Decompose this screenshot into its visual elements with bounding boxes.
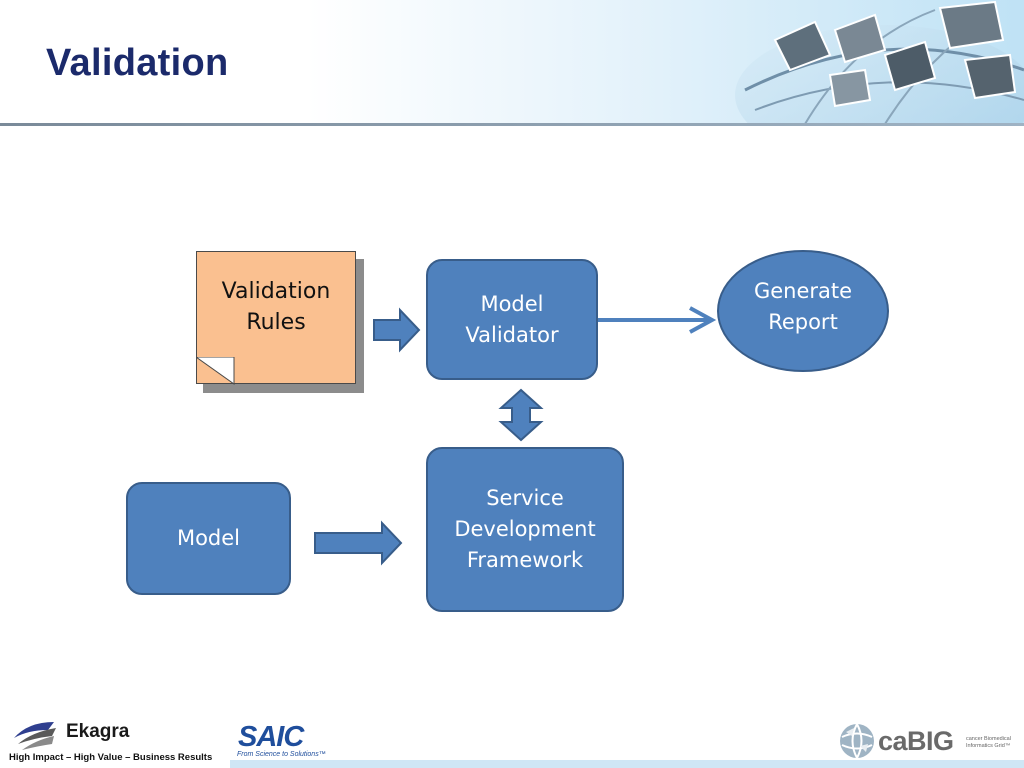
header-divider <box>0 123 1024 126</box>
ekagra-tagline: High Impact – High Value – Business Resu… <box>9 752 213 763</box>
globe-photo-collage-graphic <box>735 0 1024 124</box>
saic-logo: SAIC <box>238 721 304 753</box>
generate-report-ellipse: Generate Report <box>717 250 889 372</box>
service-development-framework-box: Service Development Framework <box>426 447 624 612</box>
cabig-tagline: cancer Biomedical Informatics Grid™ <box>966 736 1011 749</box>
slide-title: Validation <box>46 42 229 84</box>
ekagra-logo-icon <box>14 722 56 750</box>
arrow-rules-to-validator <box>373 307 421 353</box>
cabig-globe-icon <box>840 723 874 759</box>
arrow-validator-framework-bidirectional <box>498 388 544 442</box>
model-validator-box: Model Validator <box>426 259 598 380</box>
note-folded-corner <box>196 357 235 385</box>
arrow-model-to-framework <box>314 520 403 566</box>
ekagra-name: Ekagra <box>66 721 130 742</box>
model-box: Model <box>126 482 291 595</box>
footer-strip <box>230 760 1024 768</box>
cabig-logo-text: caBIG <box>878 726 954 756</box>
saic-tagline: From Science to Solutions™ <box>237 751 326 758</box>
